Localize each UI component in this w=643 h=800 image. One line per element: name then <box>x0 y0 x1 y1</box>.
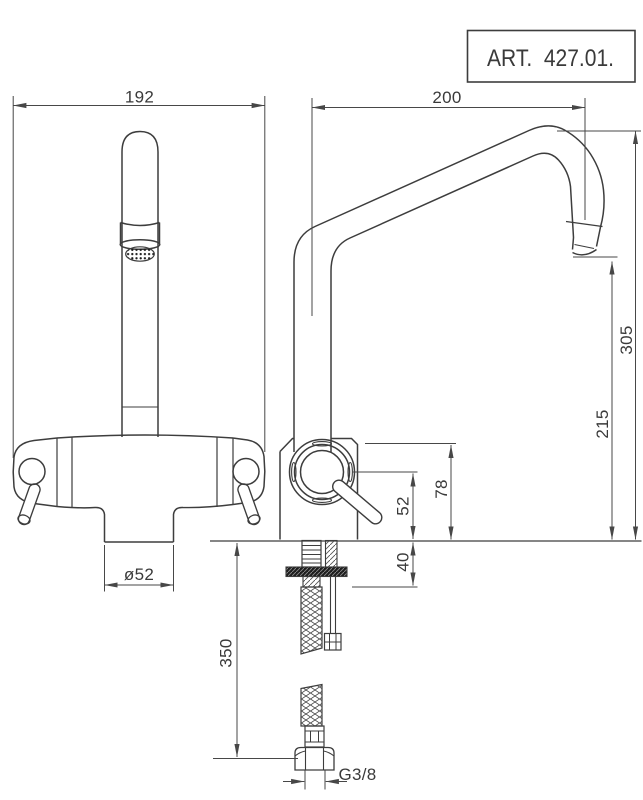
dim-78-label: 78 <box>432 479 451 499</box>
stud-rod <box>329 576 337 634</box>
dim-192: 192 <box>12 88 266 458</box>
side-lever-fill <box>333 480 382 524</box>
dim-215: 215 <box>573 256 618 540</box>
undercounter-hardware <box>285 539 348 771</box>
dim-52-label: 52 <box>394 496 413 516</box>
dim-350: 350 <box>213 542 298 759</box>
front-lever-left-fill <box>19 484 40 524</box>
dim-215-label: 215 <box>593 409 612 438</box>
art-number: ART. 427.01. <box>487 45 614 72</box>
side-boss-mid-ring <box>293 443 351 501</box>
front-body-joint-lines <box>56 436 234 508</box>
front-body-top-edge <box>56 434 234 439</box>
dim-200: 200 <box>311 88 586 316</box>
supply-hose-lower <box>300 683 323 727</box>
supply-hose-upper <box>300 586 323 655</box>
front-lever-right <box>237 483 261 526</box>
side-boss-notches <box>291 441 353 503</box>
front-body-bottom-left <box>56 505 106 517</box>
front-body-bottom-right <box>172 503 234 517</box>
aerator <box>119 221 161 262</box>
dim-350-label: 350 <box>217 638 236 667</box>
hose-hex-nut-facets <box>304 748 325 770</box>
front-lever-left-endcap <box>17 514 31 525</box>
shank-nipple-ribs <box>302 545 321 564</box>
dim-thread-extensions <box>304 770 326 790</box>
side-spout-outer <box>293 125 605 452</box>
hose-crimp-collar <box>304 725 325 748</box>
side-aerator-tip-line <box>574 243 595 250</box>
front-lever-left <box>17 483 41 526</box>
side-spout-tip <box>572 248 597 256</box>
hose-crimp-detail <box>305 730 324 743</box>
front-view <box>12 130 266 543</box>
dim-thread: G3/8 <box>283 765 377 790</box>
dim-200-label: 200 <box>432 88 461 107</box>
shank-lower-ribs <box>302 575 321 588</box>
threaded-stud-upper <box>324 539 338 568</box>
dim-192-extensions <box>12 96 266 458</box>
front-lever-right-fill <box>238 484 259 524</box>
dim-78: 78 <box>365 443 456 540</box>
dim-base-diameter: ø52 <box>104 545 174 592</box>
dim-305: 305 <box>557 130 641 540</box>
dim-40: 40 <box>352 542 418 588</box>
aerator-shroud-sides <box>119 222 161 243</box>
side-lever <box>332 479 383 525</box>
front-handle-boss-left <box>18 457 46 486</box>
hose-hex-nut-chamfers <box>294 750 335 757</box>
stud-nut-facets <box>324 633 341 650</box>
aerator-shroud-top <box>120 221 160 227</box>
side-aerator-band <box>565 220 603 228</box>
dim-200-extensions <box>311 98 586 316</box>
dim-thread-label: G3/8 <box>339 765 377 784</box>
side-view <box>210 125 642 771</box>
dim-192-label: 192 <box>125 88 154 107</box>
dim-52: 52 <box>352 471 418 540</box>
title-block: ART. 427.01. <box>466 29 636 83</box>
front-handle-boss-right <box>232 457 260 486</box>
mounting-washer <box>285 566 348 578</box>
dim-305-label: 305 <box>617 325 636 354</box>
front-body <box>12 434 266 543</box>
dimensions: 192 200 305 215 78 52 <box>12 88 641 790</box>
front-spout-tube <box>121 130 159 437</box>
title-block-border <box>466 29 636 83</box>
dim-base-label: ø52 <box>124 565 154 584</box>
hose-hex-nut <box>294 746 335 771</box>
base-pedestal <box>103 517 175 543</box>
side-spout-inner <box>330 152 575 452</box>
side-boss-inner-ring <box>299 449 345 495</box>
side-body <box>279 437 359 540</box>
front-lever-right-endcap <box>247 514 261 525</box>
dim-40-label: 40 <box>394 552 413 572</box>
aerator-outlet-mesh <box>125 246 155 262</box>
